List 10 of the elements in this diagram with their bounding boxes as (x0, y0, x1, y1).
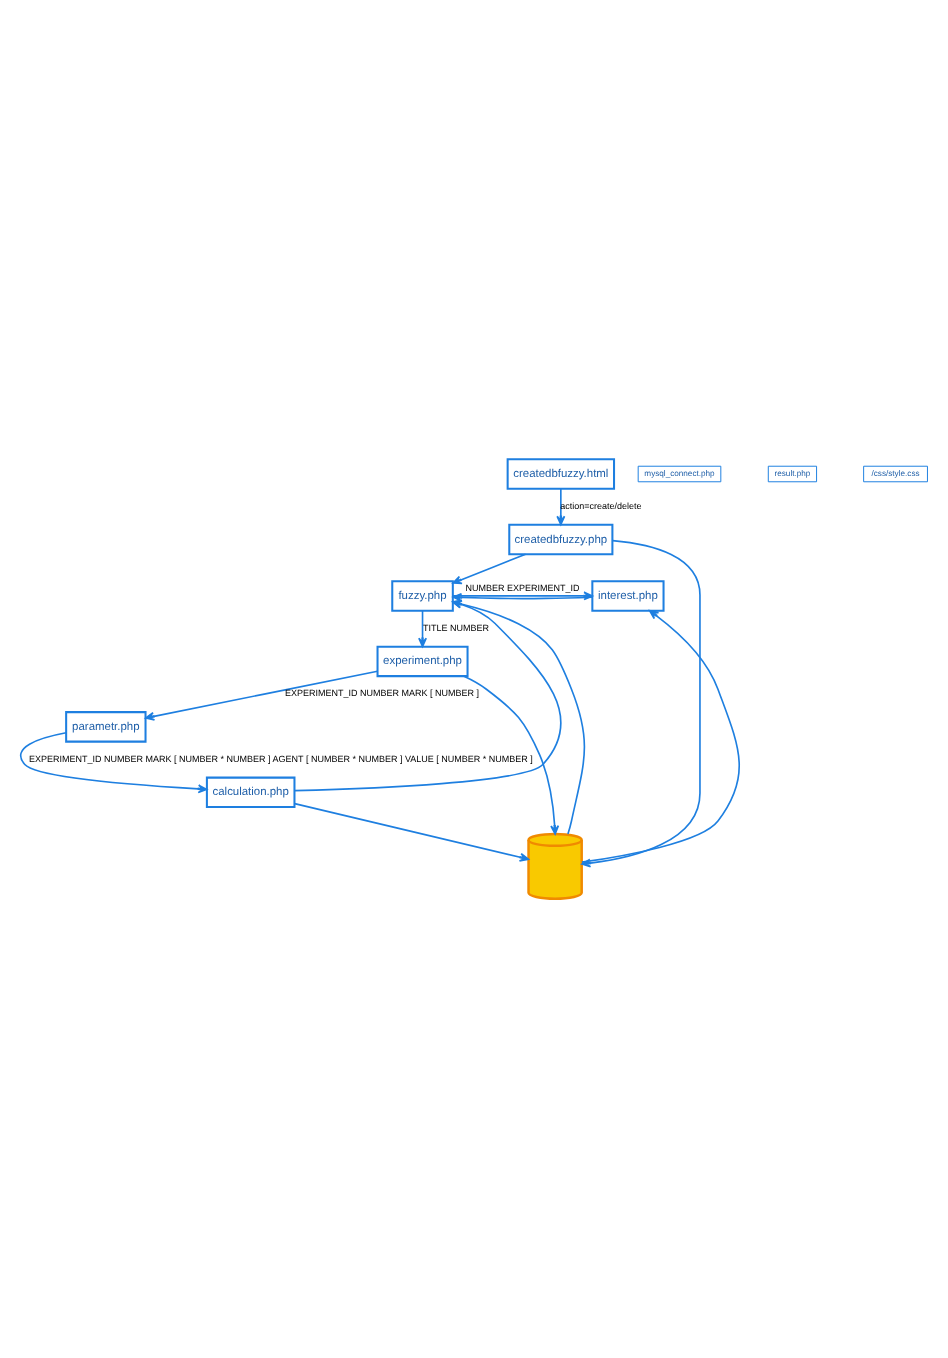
arrow (581, 609, 741, 863)
arrow (452, 599, 586, 835)
arrow (293, 802, 530, 862)
arrow (19, 731, 208, 794)
arrow (556, 488, 566, 526)
arrow (452, 553, 527, 585)
arrow (418, 610, 428, 648)
arrow (293, 599, 562, 792)
arrow (463, 675, 560, 835)
arrow (144, 670, 379, 721)
